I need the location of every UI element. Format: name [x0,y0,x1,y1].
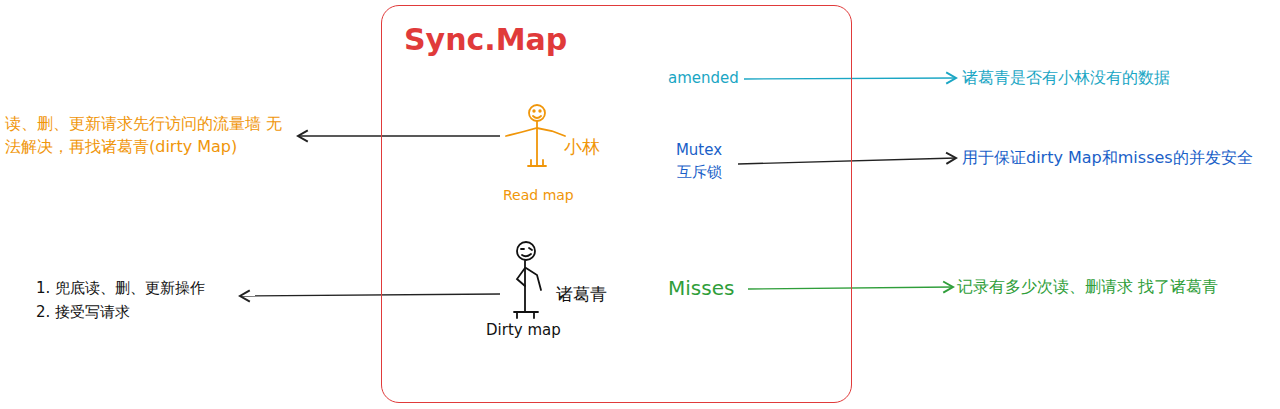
list-item: 2. 接受写请求 [36,303,130,323]
figure-caption: Dirty map [486,321,561,341]
list-item: 1. 兜底读、删、更新操作 [36,279,205,299]
field-note: 诸葛青是否有小林没有的数据 [962,68,1170,89]
stick-figure [506,105,565,166]
field-note: 用于保证dirty Map和misses的并发安全 [962,148,1253,169]
field-name: Misses [668,275,734,301]
field-name: Mutex 互斥锁 [668,140,730,184]
leader-arrow [240,294,500,296]
field-note: 记录有多少次读、删请求 找了诸葛青 [957,277,1218,298]
leader-arrow [748,287,953,289]
leader-arrow [738,158,956,164]
figure-name: 小林 [564,135,600,158]
figure-caption: Read map [503,186,574,204]
note-text: 读、删、更新请求先行访问的流量墙 无法解决，再找诸葛青(dirty Map) [5,112,287,158]
leader-arrow [744,78,956,79]
figure-name: 诸葛青 [556,283,607,305]
container-box: Sync.Map [381,5,852,403]
leader-arrow [298,135,500,136]
field-name: amended [668,69,739,89]
box-title: Sync.Map [404,20,567,59]
stick-figure [514,242,541,318]
